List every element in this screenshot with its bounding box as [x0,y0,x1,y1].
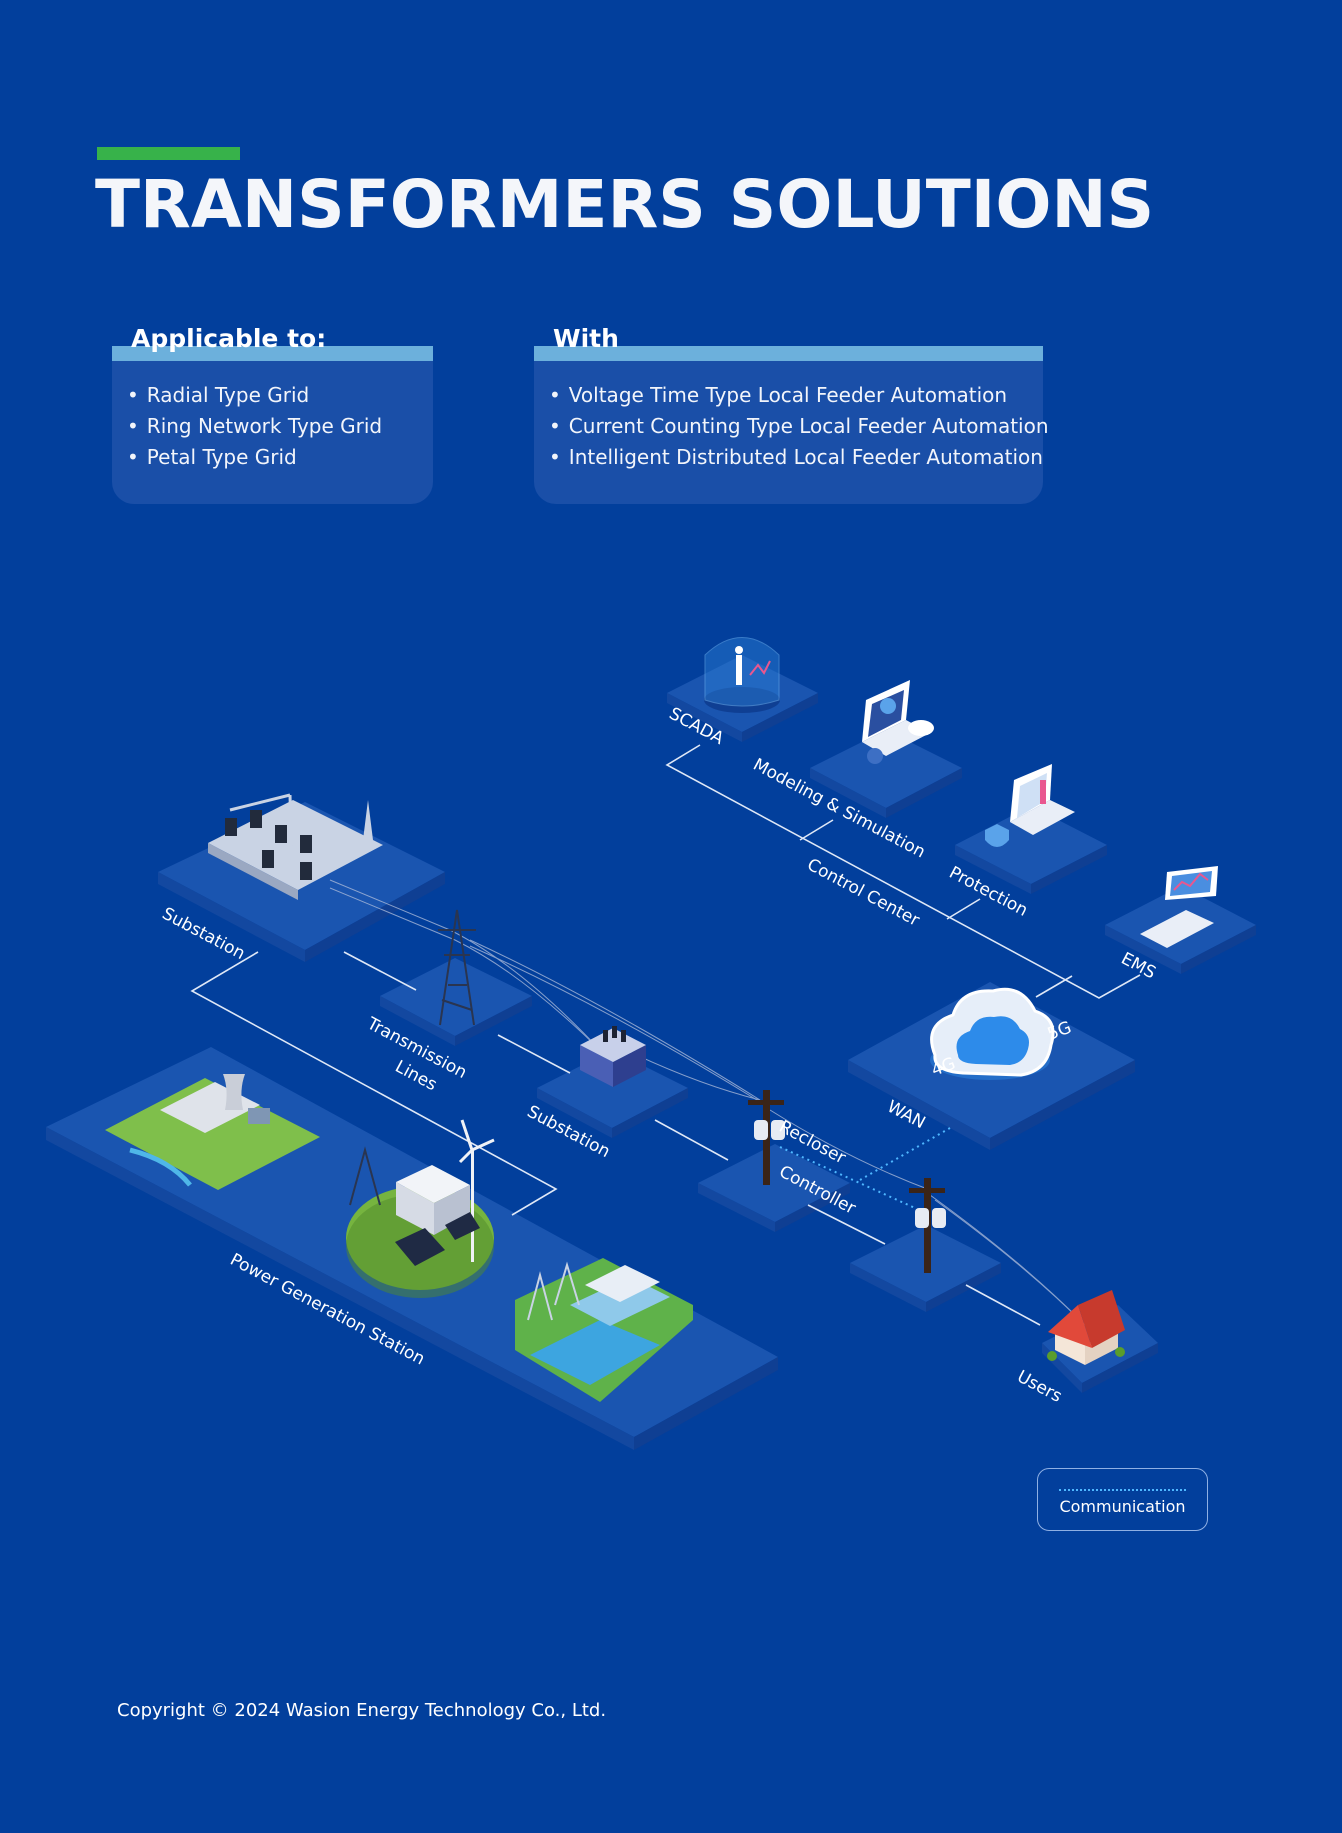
house-icon [1047,1290,1125,1365]
applicable-heading: Applicable to: [131,324,327,353]
list-item: Voltage Time Type Local Feeder Automatio… [549,380,1049,411]
with-card: With Voltage Time Type Local Feeder Auto… [534,324,1049,504]
communication-links [779,1127,951,1209]
hydro-dam-icon [515,1258,693,1402]
transformer-icon [580,1026,646,1087]
page-title: TRANSFORMERS SOLUTIONS [95,166,1155,243]
card-stripe [112,346,433,361]
list-item: Ring Network Type Grid [127,411,382,442]
label-users: Users [1014,1367,1066,1407]
list-item: Petal Type Grid [127,442,382,473]
scada-hologram-icon [704,637,780,713]
applicable-card: Applicable to: Radial Type Grid Ring Net… [112,324,433,504]
transmission-tower-icon [438,909,476,1026]
wind-solar-icon [346,1119,495,1298]
utility-pole-icon [748,1090,785,1185]
legend: Communication [1037,1468,1208,1531]
substation-icon [208,793,383,900]
legend-label: Communication [1059,1497,1186,1516]
list-item: Current Counting Type Local Feeder Autom… [549,411,1049,442]
copyright-text: Copyright © 2024 Wasion Energy Technolog… [117,1700,607,1721]
connector-lines [190,744,1141,1326]
utility-pole-icon [909,1178,946,1273]
modeling-laptop-icon [862,680,934,764]
ems-laptop-icon [1140,866,1218,948]
applicable-list: Radial Type Grid Ring Network Type Grid … [127,380,382,473]
title-accent-bar [97,147,240,160]
card-stripe [534,346,1043,361]
cloud-icon [930,987,1055,1080]
list-item: Intelligent Distributed Local Feeder Aut… [549,442,1049,473]
with-heading: With [553,324,619,353]
communication-line-swatch [1059,1489,1186,1491]
with-list: Voltage Time Type Local Feeder Automatio… [549,380,1049,473]
protection-laptop-icon [985,764,1075,847]
power-plant-icon [105,1074,320,1190]
grid-diagram: SCADA Modeling & Simulation Control Cent… [0,600,1342,1484]
list-item: Radial Type Grid [127,380,382,411]
